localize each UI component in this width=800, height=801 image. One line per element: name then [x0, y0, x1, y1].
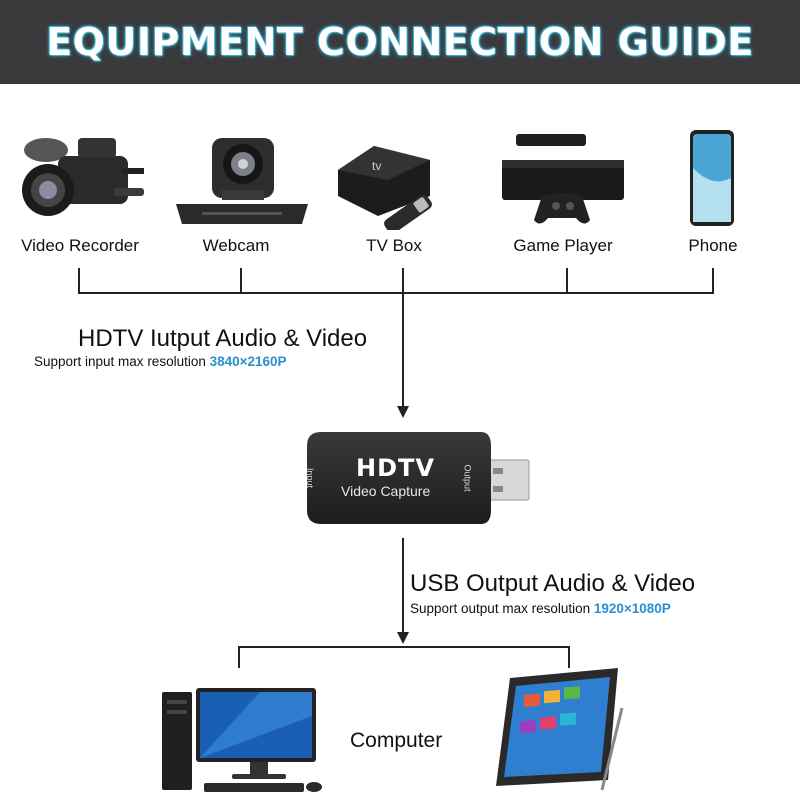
arrow-down-output [397, 632, 409, 644]
source-label-phone: Phone [688, 236, 737, 256]
page-title: EQUIPMENT CONNECTION GUIDE [46, 20, 754, 64]
output-resolution-value: 1920×1080P [594, 601, 671, 616]
desktop-computer-icon [160, 686, 325, 796]
tv-box-icon: tv [334, 140, 474, 230]
capture-port-input: Input [305, 468, 315, 488]
connector-drop-tablet [568, 646, 570, 668]
connector-bus-top [78, 292, 714, 294]
connector-drop-webcam [240, 268, 242, 294]
connector-drop-phone [712, 268, 714, 294]
connector-trunk-output [402, 538, 404, 634]
arrow-down-input [397, 406, 409, 418]
title-banner: EQUIPMENT CONNECTION GUIDE [0, 0, 800, 84]
capture-product: Video Capture [341, 483, 430, 499]
tablet-icon [490, 668, 630, 796]
connector-trunk-input [402, 268, 404, 408]
input-caption-prefix: Support input max resolution [34, 354, 210, 369]
connector-bus-bottom [238, 646, 570, 648]
game-console-icon [500, 130, 630, 230]
connector-drop-video-recorder [78, 268, 80, 294]
connector-drop-game-player [566, 268, 568, 294]
source-label-webcam: Webcam [203, 236, 270, 256]
output-caption-title: USB Output Audio & Video [410, 570, 695, 598]
input-caption-title: HDTV Iutput Audio & Video [78, 325, 367, 353]
input-resolution-value: 3840×2160P [210, 354, 287, 369]
source-label-tv-box: TV Box [366, 236, 422, 256]
video-recorder-icon [18, 128, 148, 228]
svg-text:tv: tv [372, 159, 381, 173]
source-label-video-recorder: Video Recorder [21, 236, 139, 256]
capture-brand: HDTV [356, 454, 435, 482]
output-caption-prefix: Support output max resolution [410, 601, 594, 616]
phone-icon [688, 128, 736, 228]
output-caption-subtitle: Support output max resolution 1920×1080P [410, 601, 671, 616]
capture-port-output: Output [463, 464, 473, 491]
source-label-game-player: Game Player [513, 236, 612, 256]
webcam-icon [172, 132, 312, 227]
connector-drop-desktop [238, 646, 240, 668]
target-label-computer: Computer [350, 729, 442, 753]
input-caption-subtitle: Support input max resolution 3840×2160P [34, 354, 287, 369]
